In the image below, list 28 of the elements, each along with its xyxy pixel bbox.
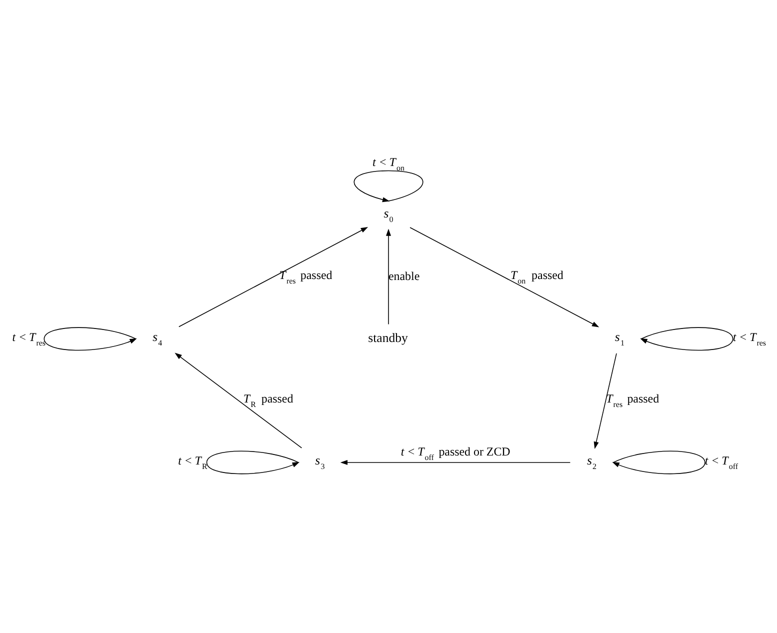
edge-label: T$_{res}$ passed <box>606 391 660 409</box>
arrow <box>594 352 617 448</box>
node-text: s$_{1}$ <box>614 330 624 348</box>
edge-label: T$_{R}$ passed <box>243 391 294 409</box>
node-text: s$_{2}$ <box>586 453 597 471</box>
node-text: s$_{4}$ <box>152 330 162 348</box>
arrow <box>206 450 300 474</box>
node-text: standby <box>368 330 408 344</box>
arrow <box>178 226 368 327</box>
arrow <box>410 226 600 327</box>
arrow <box>612 450 706 474</box>
edge-label: t < T$_{R}$ <box>178 452 208 470</box>
arrow <box>44 326 137 350</box>
edge-label: t < T$_{off}$ passed or ZCD <box>400 444 510 462</box>
edge-label: T$_{on}$ passed <box>510 268 564 286</box>
edge-label: t < T$_{on}$ <box>372 154 404 172</box>
edge-label: t < T$_{res}$ <box>732 329 766 347</box>
edge-label: t < T$_{res}$ <box>12 329 46 347</box>
arrow <box>174 352 302 448</box>
edge-label: enable <box>388 268 420 282</box>
node-text: s$_{3}$ <box>315 453 325 471</box>
edge-label: T$_{res}$ passed <box>279 268 332 286</box>
arrow <box>640 326 734 350</box>
arrow <box>340 459 571 464</box>
arrow <box>386 228 392 324</box>
edge-label: t < T$_{off}$ <box>704 452 738 470</box>
arrow <box>354 170 424 202</box>
node-text: s$_{0}$ <box>384 206 394 224</box>
